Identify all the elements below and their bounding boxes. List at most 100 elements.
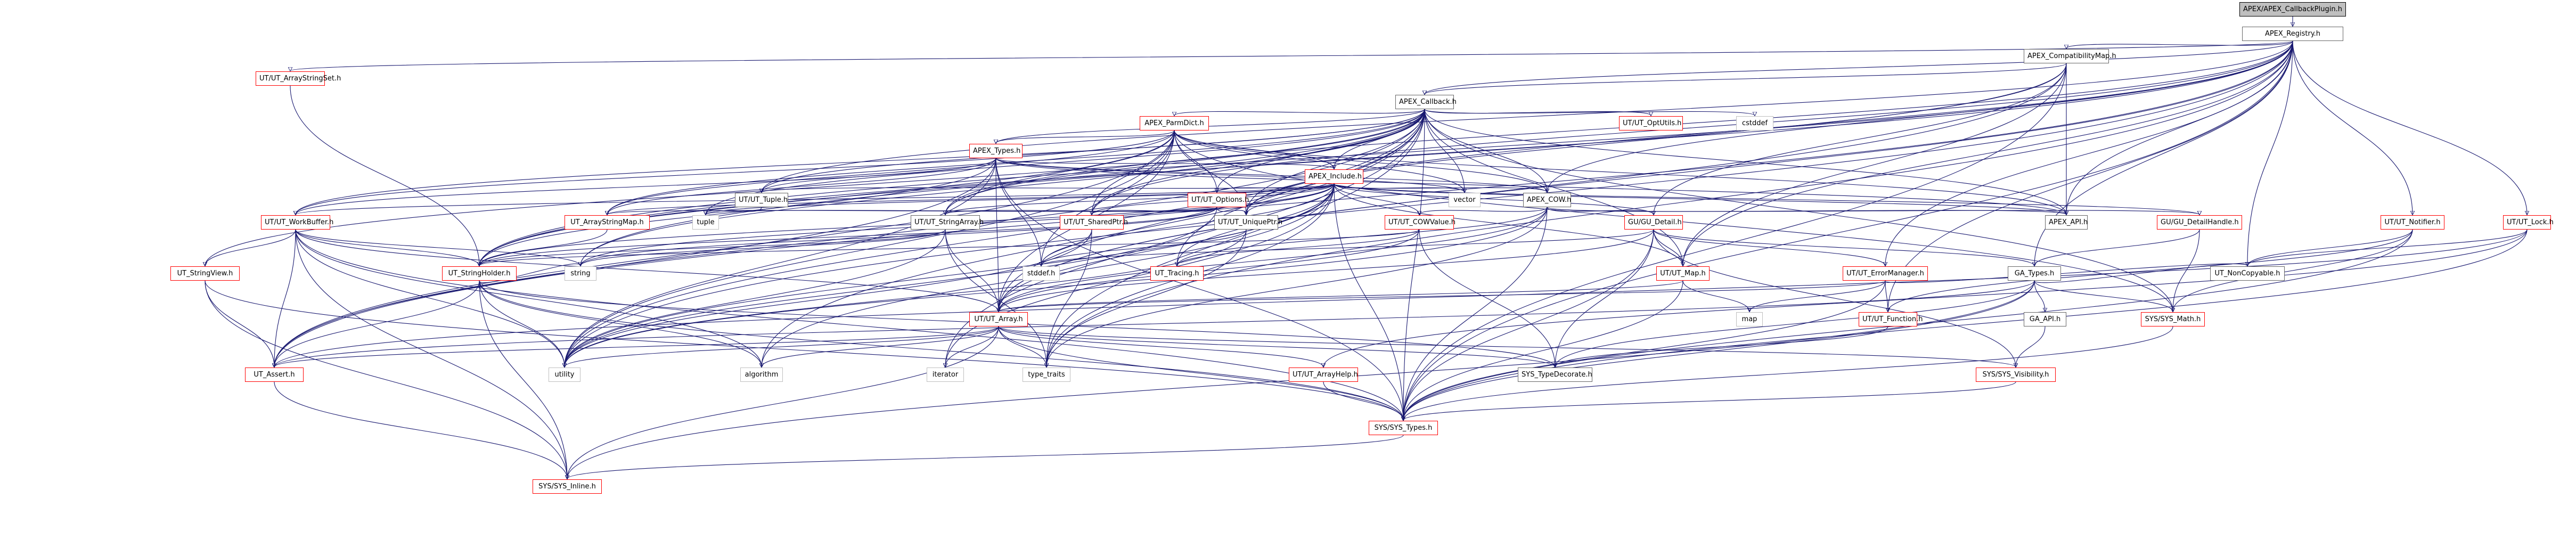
edge-cowvalue-to-stringholder (479, 229, 1420, 266)
node-iterator[interactable]: iterator (927, 368, 964, 382)
node-apextypes[interactable]: APEX_Types.h (969, 144, 1023, 158)
node-apexcow[interactable]: APEX_COW.h (1523, 193, 1571, 207)
node-stringview[interactable]: UT_StringView.h (170, 266, 240, 281)
edge-gaapi-to-visibility (2016, 326, 2046, 367)
node-callback[interactable]: APEX_Callback.h (1395, 95, 1457, 109)
edge-callback-to-sharedptr (1092, 109, 1425, 215)
edge-registry-to-utmap (1683, 40, 2293, 266)
node-stringarray[interactable]: UT/UT_StringArray.h (911, 215, 984, 230)
node-apexinclude[interactable]: APEX_Include.h (1305, 169, 1363, 184)
edge-registry-to-errmgr (1885, 40, 2293, 266)
edge-gudetail-to-utarray (999, 229, 1654, 312)
node-typedecorate[interactable]: SYS_TypeDecorate.h (1518, 368, 1592, 382)
node-utarray[interactable]: UT/UT_Array.h (969, 312, 1028, 326)
node-sysinline[interactable]: SYS/SYS_Inline.h (533, 479, 602, 494)
node-cstddef[interactable]: cstddef (1736, 116, 1773, 130)
node-uttuple[interactable]: UT/UT_Tuple.h (735, 193, 788, 207)
edge-callback-to-workbuffer (296, 109, 1425, 215)
edge-workbuffer-to-utarray (295, 229, 999, 312)
node-map[interactable]: map (1736, 312, 1763, 326)
node-arraystringset[interactable]: UT/UT_ArrayStringSet.h (256, 71, 341, 86)
edge-callback-to-optutils (1424, 109, 1651, 116)
node-stringholder[interactable]: UT_StringHolder.h (442, 266, 517, 281)
edge-utoptions-to-arraystringmap (607, 207, 1217, 215)
edge-utarray-to-typedecorate (998, 326, 1555, 367)
edge-paramdict-to-stringholder (479, 130, 1175, 266)
node-utoptions[interactable]: UT/UT_Options.h (1188, 193, 1249, 207)
edge-utlock-to-arrayhelp (1323, 229, 2528, 367)
edge-sysmath-to-systypes (1403, 326, 2173, 420)
edge-apexcow-to-apexapi (1547, 207, 2066, 215)
node-errmgr[interactable]: UT/UT_ErrorManager.h (1843, 266, 1928, 281)
edge-apextypes-to-apexinclude (995, 158, 1334, 169)
node-stddef[interactable]: stddef.h (1023, 266, 1060, 281)
edge-apexinclude-to-stringholder (479, 183, 1335, 266)
edge-paramdict-to-stddef (1041, 130, 1175, 266)
edge-apexinclude-to-systypes (1334, 183, 1403, 420)
edge-registry-to-uttuple (762, 40, 2293, 192)
edge-gudetail-to-gatypes (1653, 229, 2034, 266)
node-noncopyable[interactable]: UT_NonCopyable.h (2210, 266, 2285, 281)
edge-visibility-to-systypes (1403, 381, 2016, 420)
edge-registry-to-compatmap (2066, 40, 2293, 48)
edge-workbuffer-to-stringholder (295, 229, 479, 266)
node-string[interactable]: string (565, 266, 596, 281)
edge-apextypes-to-utassert (274, 158, 996, 367)
node-arraystringmap[interactable]: UT_ArrayStringMap.h (565, 215, 650, 230)
node-algorithm[interactable]: algorithm (740, 368, 783, 382)
edge-compatmap-to-gudetail (1654, 63, 2067, 215)
node-cowvalue[interactable]: UT/UT_COWValue.h (1385, 215, 1455, 230)
node-uttracing[interactable]: UT_Tracing.h (1150, 266, 1204, 281)
node-visibility[interactable]: SYS/SYS_Visibility.h (1976, 368, 2056, 382)
node-utassert[interactable]: UT_Assert.h (245, 368, 304, 382)
edge-uniqueptr-to-stddef (1041, 229, 1247, 266)
edge-workbuffer-to-algorithm (295, 229, 762, 367)
node-optutils[interactable]: UT/UT_OptUtils.h (1619, 116, 1683, 130)
edge-apexinclude-to-stddef (1041, 183, 1335, 266)
node-tuple[interactable]: tuple (692, 215, 719, 230)
edge-cowvalue-to-uttracing (1177, 229, 1420, 266)
node-systypes[interactable]: SYS/SYS_Types.h (1369, 421, 1438, 435)
node-uniqueptr[interactable]: UT/UT_UniquePtr.h (1214, 215, 1282, 230)
node-paramdict[interactable]: APEX_ParmDict.h (1140, 116, 1209, 130)
node-workbuffer[interactable]: UT/UT_WorkBuffer.h (261, 215, 333, 230)
node-detailhandle[interactable]: GU/GU_DetailHandle.h (2157, 215, 2242, 230)
edge-apexcow-to-typetraits (1046, 207, 1548, 367)
edge-paramdict-to-arraystringmap (607, 130, 1175, 215)
node-notifier[interactable]: UT/UT_Notifier.h (2381, 215, 2444, 230)
edge-utmap-to-systypes (1403, 280, 1683, 420)
edge-stringarray-to-utarray (945, 229, 999, 312)
node-registry[interactable]: APEX_Registry.h (2242, 27, 2343, 41)
edge-stringview-to-utassert (205, 280, 274, 367)
node-apexapi[interactable]: APEX_API.h (2045, 215, 2088, 230)
edge-callback-to-paramdict (1174, 109, 1425, 116)
node-utlock[interactable]: UT/UT_Lock.h (2503, 215, 2554, 230)
edge-apexinclude-to-utarray (999, 183, 1335, 312)
edge-compatmap-to-utmap (1683, 63, 2067, 266)
node-utmap[interactable]: UT/UT_Map.h (1656, 266, 1710, 281)
node-utfunction[interactable]: UT/UT_Function.h (1859, 312, 1923, 326)
node-root[interactable]: APEX/APEX_CallbackPlugin.h (2239, 2, 2346, 17)
edge-stringview-to-sysinline (205, 280, 567, 479)
edge-errmgr-to-utfunction (1885, 280, 1888, 312)
node-gaapi[interactable]: GA_API.h (2024, 312, 2066, 326)
edge-apexinclude-to-utmap (1334, 183, 1683, 266)
node-utility[interactable]: utility (549, 368, 580, 382)
edge-apextypes-to-workbuffer (296, 158, 996, 215)
node-sharedptr[interactable]: UT/UT_SharedPtr.h (1060, 215, 1128, 230)
node-arrayhelp[interactable]: UT/UT_ArrayHelp.h (1289, 368, 1358, 382)
edge-systypes-to-sysinline (567, 435, 1404, 479)
node-typetraits[interactable]: type_traits (1023, 368, 1070, 382)
edge-callback-to-apexinclude (1334, 109, 1425, 169)
node-gudetail[interactable]: GU/GU_Detail.h (1624, 215, 1683, 230)
edge-registry-to-utlock (2292, 40, 2527, 215)
edge-paramdict-to-apextypes (996, 130, 1175, 143)
edge-utarray-to-sysinline (567, 326, 999, 479)
edge-workbuffer-to-systypes (295, 229, 1403, 420)
node-compatmap[interactable]: APEX_CompatibilityMap.h (2024, 49, 2116, 63)
node-gatypes[interactable]: GA_Types.h (2008, 266, 2061, 281)
node-vector[interactable]: vector (1449, 193, 1481, 207)
node-sysmath[interactable]: SYS/SYS_Math.h (2141, 312, 2205, 326)
edge-gatypes-to-systypes (1403, 280, 2035, 420)
